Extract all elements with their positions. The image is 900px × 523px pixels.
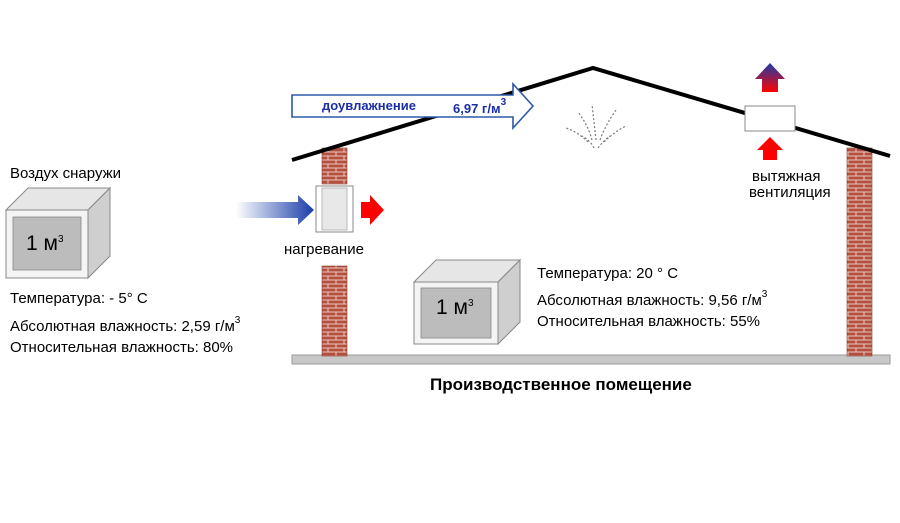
outside-abs-humidity: Абсолютная влажность: 2,59 г/м3 bbox=[10, 315, 241, 335]
heater-box bbox=[315, 185, 354, 233]
outside-temperature: Температура: - 5° С bbox=[10, 290, 148, 307]
floor bbox=[291, 354, 891, 365]
vent-arrow-up bbox=[757, 137, 783, 160]
warm-air-arrow bbox=[361, 195, 384, 225]
inside-air-cube bbox=[412, 258, 522, 346]
left-wall-upper bbox=[321, 147, 348, 185]
exhaust-arrow-up bbox=[755, 63, 785, 92]
room-title: Производственное помещение bbox=[430, 375, 692, 394]
outside-rel-humidity: Относительная влажность: 80% bbox=[10, 339, 233, 356]
left-wall-lower bbox=[321, 265, 348, 357]
humidification-arrow bbox=[291, 81, 535, 131]
outside-air-cube bbox=[4, 186, 112, 280]
right-wall bbox=[846, 147, 873, 357]
inside-cube-label: 1 м3 bbox=[436, 296, 474, 319]
outside-air-title: Воздух снаружи bbox=[10, 165, 122, 182]
ventilation-label-line1: вытяжная bbox=[752, 168, 821, 185]
heating-label: нагревание bbox=[284, 241, 364, 258]
cold-air-arrow bbox=[236, 195, 314, 225]
humidification-value: 6,97 г/м3 bbox=[453, 97, 507, 116]
heater-core bbox=[321, 187, 348, 231]
inside-rel-humidity: Относительная влажность: 55% bbox=[537, 313, 760, 330]
inside-temperature: Температура: 20 ° С bbox=[537, 265, 679, 282]
mist-spray-icon bbox=[565, 103, 627, 149]
exhaust-vent-box bbox=[744, 105, 796, 132]
humidification-label: доувлажнение bbox=[322, 98, 416, 113]
ventilation-label-line2: вентиляция bbox=[749, 184, 831, 201]
inside-abs-humidity: Абсолютная влажность: 9,56 г/м3 bbox=[537, 289, 768, 309]
outside-cube-label: 1 м3 bbox=[26, 232, 64, 255]
